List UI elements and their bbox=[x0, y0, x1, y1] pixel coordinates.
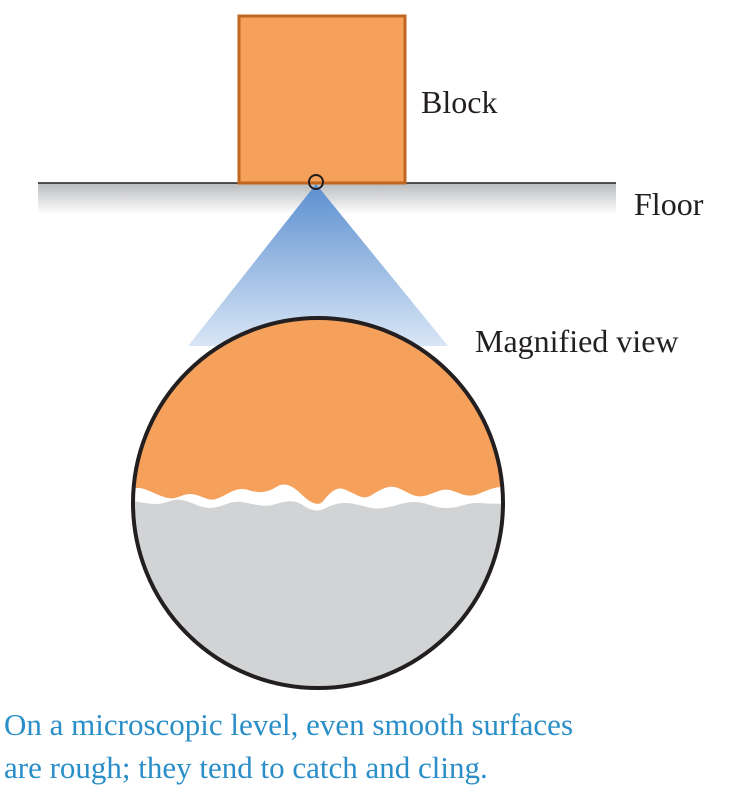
block-label: Block bbox=[421, 84, 498, 120]
magnified-view bbox=[133, 318, 503, 688]
caption-line-1: On a microscopic level, even smooth surf… bbox=[4, 707, 574, 742]
floor-label: Floor bbox=[634, 186, 704, 222]
contact-point-marker bbox=[308, 174, 324, 190]
magnified-view-label: Magnified view bbox=[475, 323, 679, 359]
magnified-view-outline bbox=[131, 316, 505, 690]
caption-line-2: are rough; they tend to catch and cling. bbox=[4, 750, 488, 785]
magnification-cone bbox=[188, 184, 448, 346]
caption: On a microscopic level, even smooth surf… bbox=[4, 703, 729, 789]
block bbox=[237, 14, 407, 185]
